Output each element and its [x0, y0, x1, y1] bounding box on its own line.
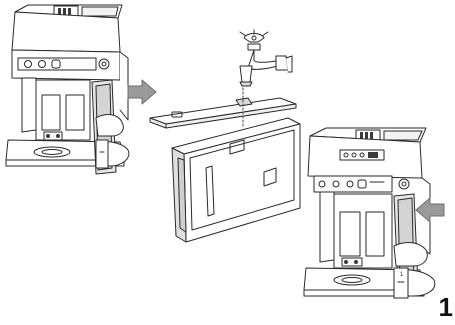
coffee-machine-inserting-water-tank [304, 128, 444, 298]
water-tank-filling-at-tap [150, 30, 300, 242]
step-number: 1 [439, 294, 453, 320]
coffee-machine-removing-water-tank [6, 5, 156, 174]
water-tap-icon [240, 30, 292, 86]
arrow-insert-icon [416, 198, 444, 222]
arrow-remove-icon [128, 80, 156, 104]
